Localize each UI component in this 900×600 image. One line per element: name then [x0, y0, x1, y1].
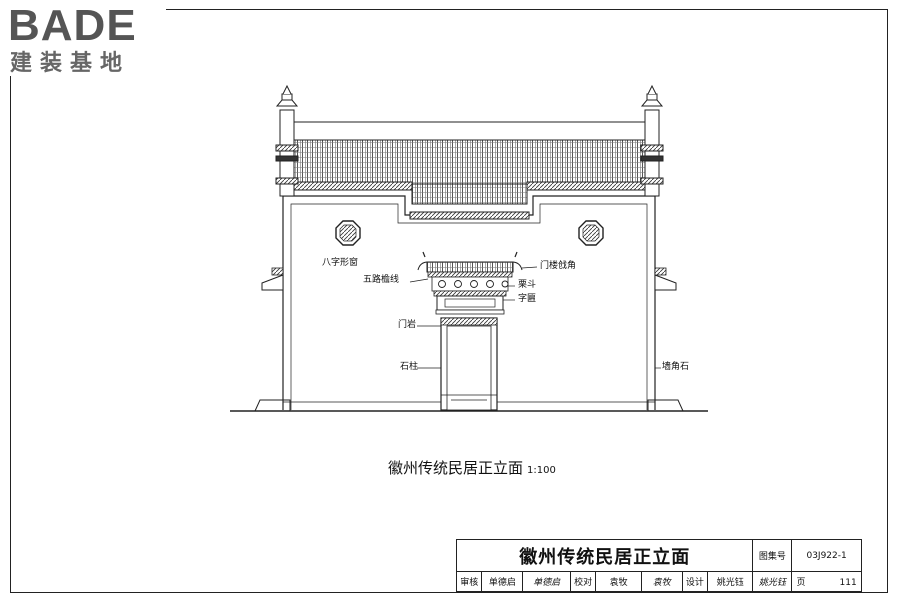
- label-five-ridge-eave: 五路檐线: [363, 275, 400, 285]
- label-stone-pillar: 石柱: [400, 362, 419, 372]
- leader-lines: [409, 266, 661, 369]
- label-corner-stone: 墙角石: [662, 362, 690, 372]
- label-gate-tower-corner: 门楼戗角: [540, 261, 577, 271]
- left-eave: [281, 181, 413, 191]
- right-octagon-window: [578, 220, 604, 246]
- drawing-frame: [10, 9, 888, 593]
- page-number: 111: [839, 578, 857, 588]
- watermark-logo: BADE 建装基地: [6, 4, 166, 76]
- title-block-title: 徽州传统民居正立面: [455, 539, 754, 572]
- page-cell: 页 111: [791, 571, 862, 592]
- right-side-eave: [654, 274, 677, 291]
- design-label: 设计: [681, 571, 709, 592]
- checker-signature: 袁牧: [640, 571, 683, 592]
- upper-wall: [291, 121, 648, 141]
- reviewer-signature: 单德启: [522, 571, 571, 592]
- label-octagon-window: 八字形窗: [322, 258, 359, 268]
- atlas-label: 图集号: [752, 539, 793, 572]
- left-octagon-window: [335, 220, 361, 246]
- main-roof: [291, 139, 648, 185]
- title-block: 徽州传统民居正立面 图集号 03J922-1 审核 单德启 单德启 校对 袁牧 …: [455, 539, 862, 592]
- atlas-number: 03J922-1: [791, 539, 862, 572]
- page-label: 页: [796, 578, 806, 588]
- label-plaque: 字匾: [518, 294, 537, 304]
- doorway: [440, 317, 498, 411]
- watermark-subtitle: 建装基地: [10, 51, 131, 76]
- designer-signature: 姚光钰: [752, 571, 793, 592]
- left-side-eave: [261, 274, 284, 291]
- check-label: 校对: [569, 571, 597, 592]
- left-plinth: [254, 399, 291, 412]
- checker-name: 袁牧: [595, 571, 642, 592]
- right-eave: [526, 181, 658, 191]
- label-door-frame: 门岩: [398, 320, 417, 330]
- right-gable-column: [640, 84, 664, 197]
- reviewer-name: 单德启: [481, 571, 524, 592]
- gate-tower: [417, 251, 523, 315]
- caption-scale: 1:100: [527, 465, 556, 476]
- watermark-brand: BADE: [8, 1, 137, 50]
- center-roof: [411, 183, 528, 205]
- review-label: 审核: [455, 571, 483, 592]
- designer-name: 姚光钰: [707, 571, 754, 592]
- caption-title: 徽州传统民居正立面: [388, 459, 524, 477]
- center-eave: [409, 211, 530, 220]
- right-plinth: [647, 399, 684, 412]
- left-gable-column: [275, 84, 299, 197]
- label-bracket: 栗斗: [518, 280, 537, 290]
